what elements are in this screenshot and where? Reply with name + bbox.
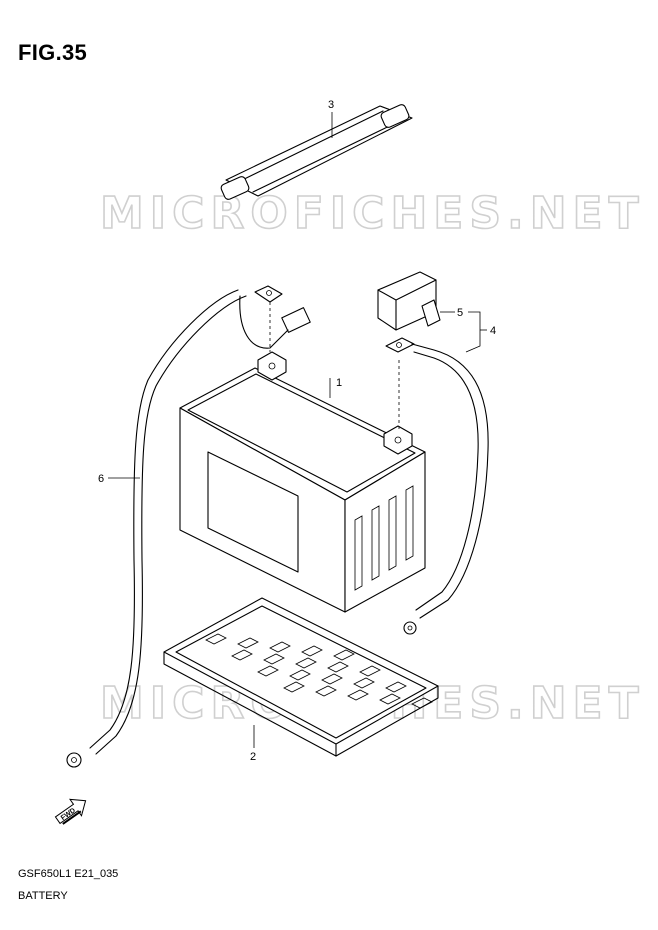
terminal-cover-part[interactable] — [377, 271, 441, 331]
callout-1: 1 — [336, 377, 342, 389]
callout-5: 5 — [457, 307, 463, 319]
tray-cutout — [411, 697, 433, 709]
callout-3: 3 — [328, 99, 334, 111]
figure-title: FIG.35 — [18, 40, 88, 65]
tray-cutout — [269, 641, 291, 653]
tray-cutout — [333, 649, 355, 661]
tray-cutout — [289, 669, 311, 681]
tray-cutout — [315, 685, 337, 697]
battery-band-part[interactable] — [220, 103, 413, 200]
forward-arrow-icon: FWD — [54, 798, 87, 825]
tray-cutout — [283, 681, 305, 693]
tray-cutout — [347, 689, 369, 701]
tray-cutout — [321, 673, 343, 685]
tray-cutout — [327, 661, 349, 673]
tray-cutout — [295, 657, 317, 669]
watermark-top: MICROFICHES.NET — [100, 188, 645, 239]
positive-cable-part[interactable] — [385, 337, 489, 635]
callout-4: 4 — [490, 325, 496, 337]
tray-cutout — [385, 681, 407, 693]
tray-cutout — [263, 653, 285, 665]
callout-6: 6 — [98, 473, 104, 485]
model-code: GSF650L1 E21_035 — [18, 868, 119, 880]
section-name: BATTERY — [18, 890, 68, 902]
battery-part[interactable] — [179, 351, 426, 613]
tray-cutout — [257, 665, 279, 677]
tray-cutout — [231, 649, 253, 661]
tray-cutout — [301, 645, 323, 657]
battery-tray-part[interactable] — [0, 597, 439, 757]
tray-cutout — [359, 665, 381, 677]
tray-cutout — [205, 633, 227, 645]
tray-cutout — [353, 677, 375, 689]
callout-2: 2 — [250, 751, 256, 763]
callout-leaders — [108, 112, 487, 748]
negative-cable-part[interactable] — [66, 285, 311, 768]
tray-cutout — [379, 693, 401, 705]
tray-cutout — [237, 637, 259, 649]
